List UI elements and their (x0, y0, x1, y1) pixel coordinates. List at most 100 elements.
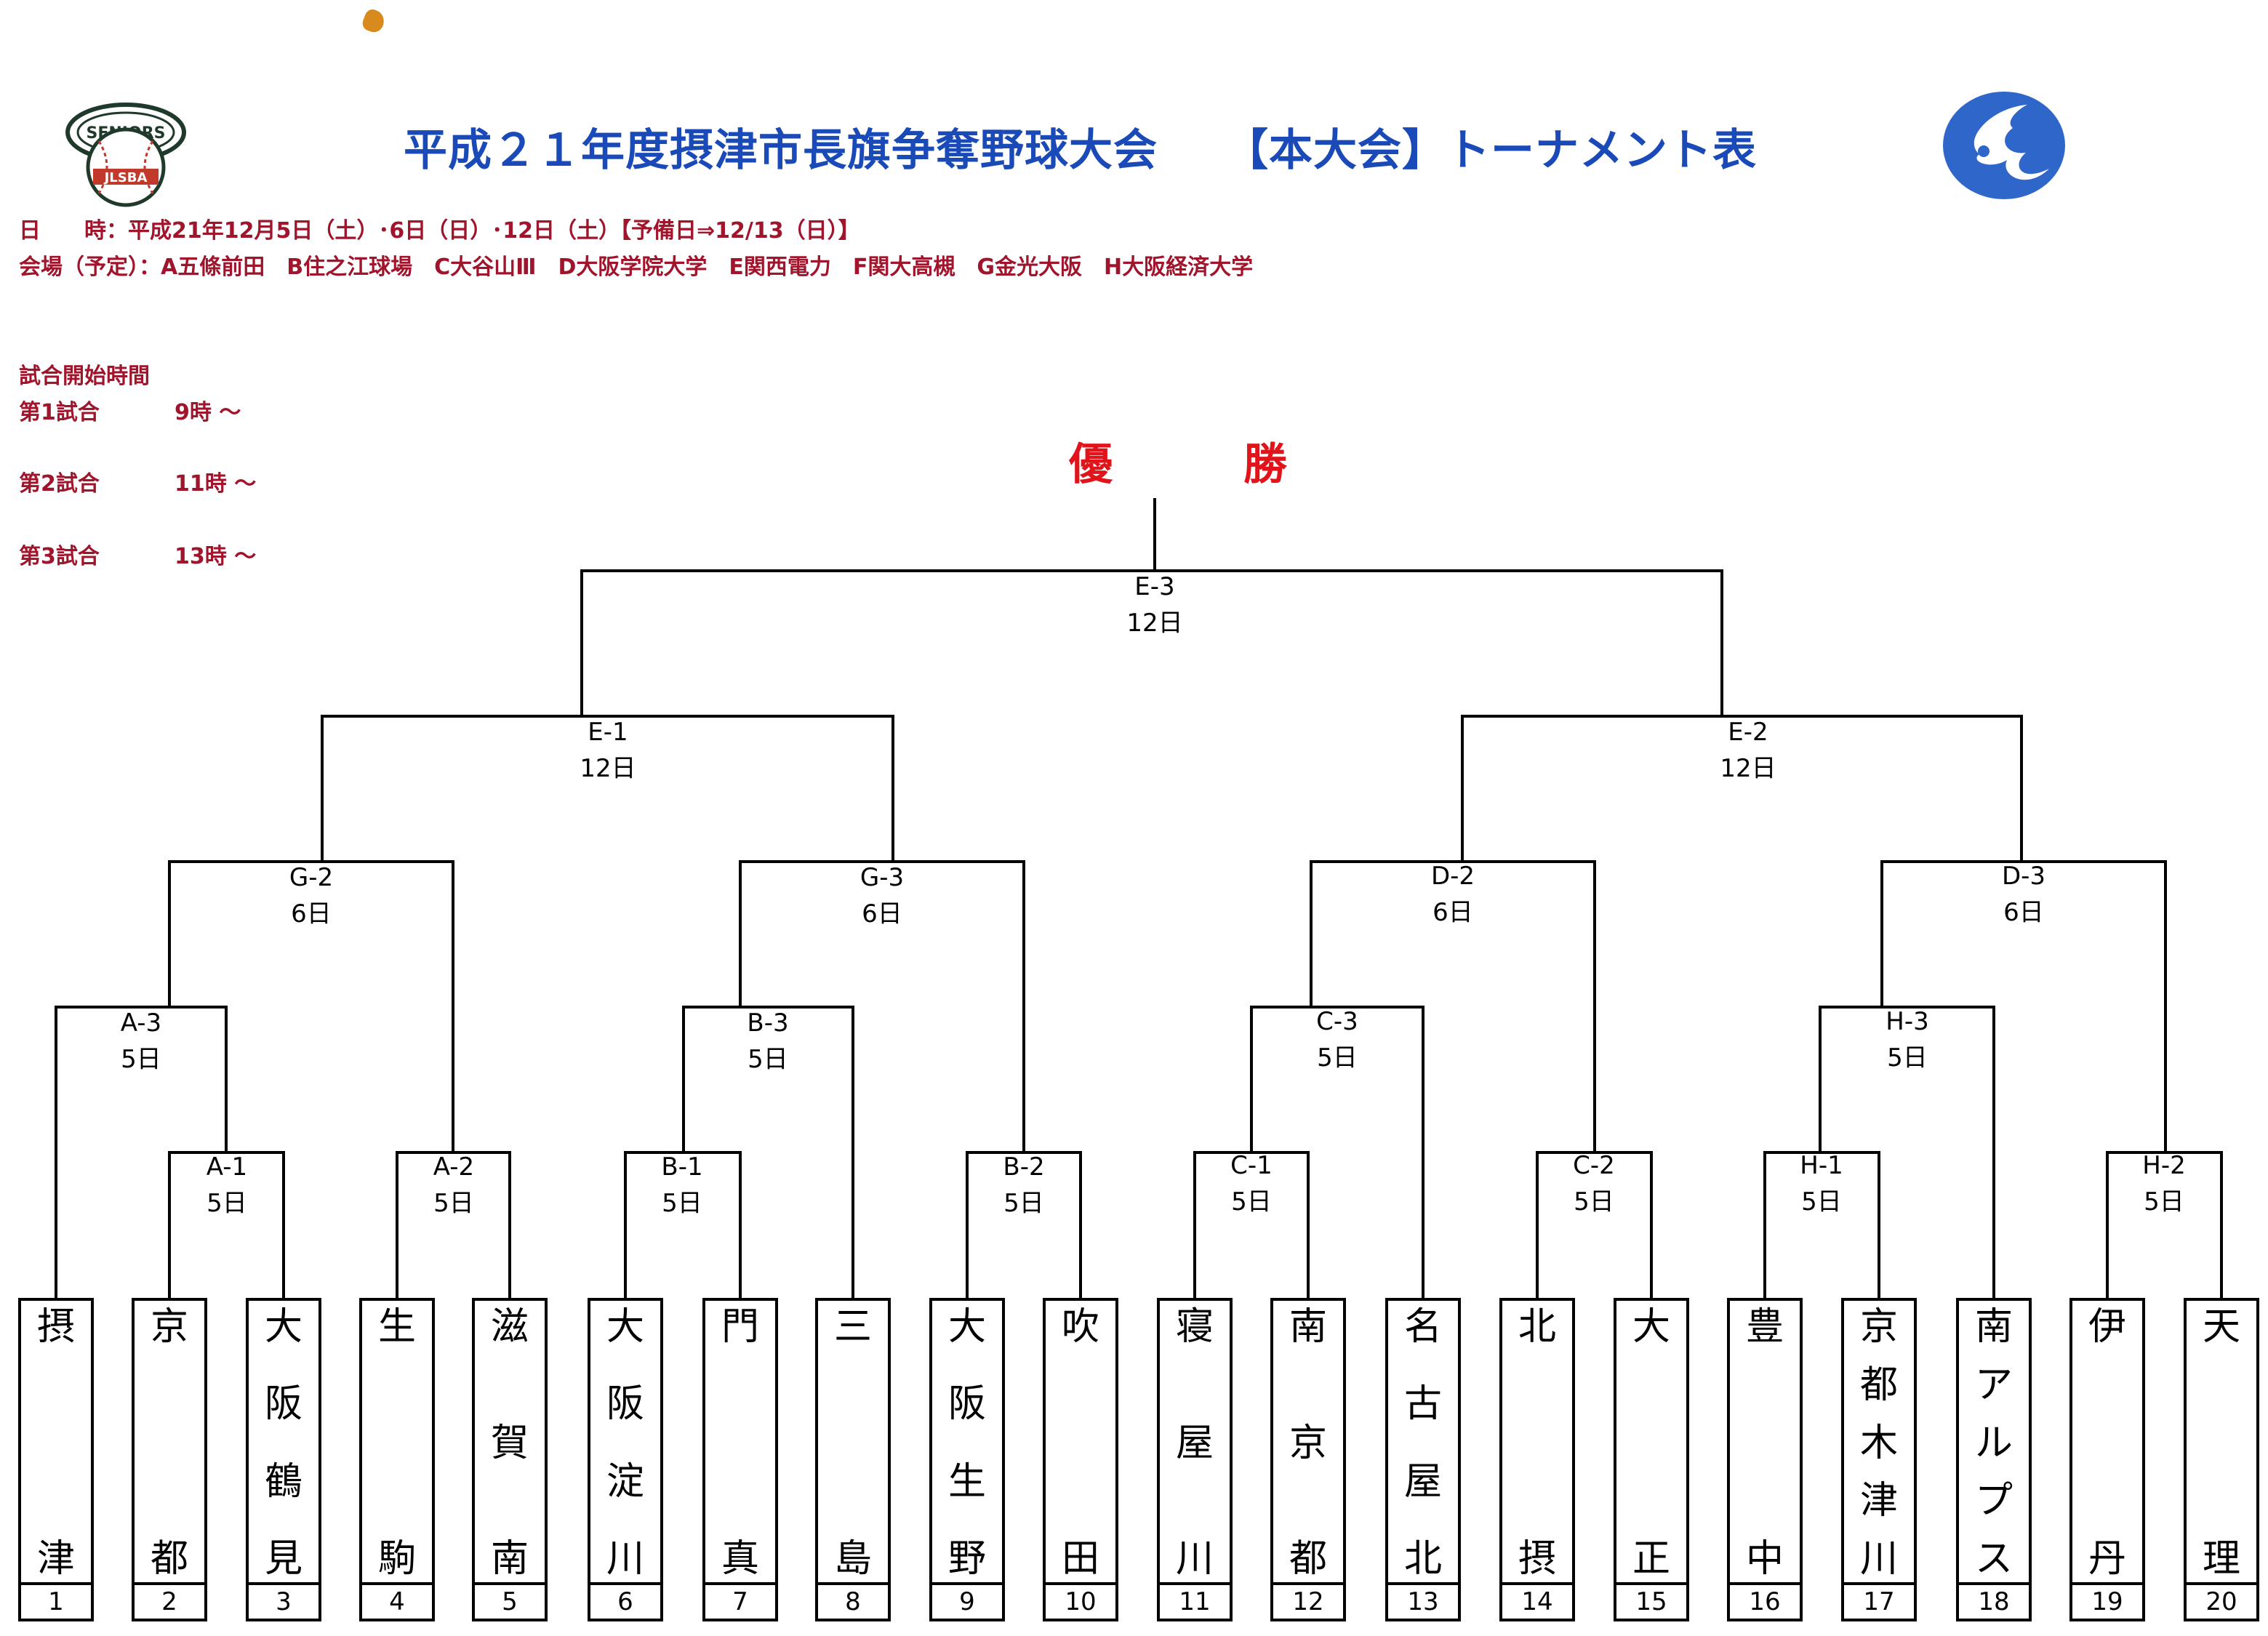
team-name: 南アルプス (1959, 1305, 2029, 1585)
game-2-label: 第2試合 (19, 471, 100, 497)
match-day: 12日 (580, 754, 636, 783)
bracket-line (321, 715, 894, 862)
team-name-char: 島 (833, 1537, 872, 1581)
team-box: 名古屋北 (1385, 1298, 1461, 1585)
team-number: 9 (929, 1585, 1005, 1621)
team-name: 寝屋川 (1160, 1305, 1230, 1585)
team-name-char: 大 (264, 1305, 302, 1349)
match-day: 6日 (291, 899, 332, 929)
team-name-char: 理 (2202, 1537, 2240, 1581)
team-name-char: 寝 (1175, 1305, 1214, 1349)
match-code: A-3 (120, 1009, 162, 1038)
schedule-line: 日 時：平成21年12月5日（土）･6日（日）･12日（土）【予備日⇒12/13… (19, 218, 860, 244)
team-name-char: 南 (1974, 1305, 2013, 1349)
match-day: 6日 (2003, 898, 2044, 927)
team-box: 吹田 (1043, 1298, 1118, 1585)
team-name-char: 野 (947, 1536, 986, 1581)
match-code: E-3 (1134, 572, 1175, 601)
venue-line: 会場（予定）：A五條前田 B住之江球場 C大谷山Ⅲ D大阪学院大学 E関西電力 … (19, 254, 1254, 280)
team-box: 京都 (132, 1298, 207, 1585)
match-code: H-3 (1886, 1007, 1929, 1036)
match-day: 5日 (207, 1189, 247, 1218)
match-day: 6日 (1432, 898, 1473, 927)
team-name-char: プ (1974, 1479, 2013, 1523)
bracket-line (1310, 860, 1596, 1152)
team-name-char: 生 (947, 1459, 986, 1504)
team-name-char: 阪 (264, 1382, 302, 1427)
team-number: 17 (1841, 1585, 1917, 1621)
team-name-char: 京 (1289, 1421, 1327, 1465)
team-name: 京都 (135, 1305, 204, 1585)
match-code: C-2 (1573, 1151, 1615, 1180)
team-name-char: 津 (36, 1537, 75, 1581)
team-name-char: 阪 (606, 1382, 644, 1427)
team-name-char: 中 (1745, 1537, 1784, 1581)
city-emblem-logo (1943, 92, 2065, 199)
team-number: 16 (1727, 1585, 1803, 1621)
match-day: 12日 (1126, 609, 1183, 638)
match-day: 5日 (1231, 1187, 1272, 1216)
bracket-line (396, 1151, 511, 1298)
match-code: B-1 (661, 1152, 703, 1182)
team-name-char: 三 (833, 1305, 872, 1349)
team-name-char: 木 (1859, 1421, 1898, 1465)
team-name-char: 駒 (377, 1537, 416, 1581)
bracket-line (1536, 1151, 1653, 1298)
team-name-char: 生 (377, 1305, 416, 1349)
team-name-char: 川 (1175, 1537, 1214, 1581)
team-name-char: 天 (2202, 1305, 2240, 1349)
team-name: 北摂 (1502, 1305, 1572, 1585)
match-day: 5日 (1003, 1189, 1044, 1218)
team-number: 6 (588, 1585, 663, 1621)
team-number: 14 (1499, 1585, 1575, 1621)
team-name-char: 門 (721, 1305, 759, 1349)
match-code: E-2 (1728, 718, 1768, 747)
team-name-char: 古 (1403, 1382, 1442, 1427)
team-name-char: ス (1974, 1537, 2013, 1581)
match-day: 5日 (121, 1045, 161, 1074)
team-name: 滋賀南 (475, 1305, 545, 1585)
team-name-char: 北 (1518, 1305, 1556, 1349)
team-number: 2 (132, 1585, 207, 1621)
team-name-char: 真 (721, 1537, 759, 1581)
bracket-line (168, 860, 454, 1152)
team-number: 20 (2184, 1585, 2259, 1621)
match-day: 5日 (1574, 1187, 1614, 1216)
team-number: 7 (702, 1585, 778, 1621)
bracket-line (2106, 1151, 2223, 1298)
team-name: 吹田 (1046, 1305, 1115, 1585)
team-number: 3 (246, 1585, 321, 1621)
logo-banner-text: JLSBA (103, 170, 148, 185)
bracket-line (624, 1151, 742, 1298)
team-box: 大阪淀川 (588, 1298, 663, 1585)
team-name: 門真 (705, 1305, 775, 1585)
team-box: 生駒 (359, 1298, 435, 1585)
team-name-char: ル (1974, 1421, 2013, 1465)
team-name: 大阪鶴見 (249, 1305, 318, 1585)
team-name-char: 賀 (490, 1421, 529, 1465)
match-code: D-2 (1430, 862, 1475, 891)
team-number: 19 (2069, 1585, 2145, 1621)
bracket-line (682, 1006, 854, 1298)
team-name-char: 都 (1859, 1363, 1898, 1407)
team-name-char: 津 (1859, 1479, 1898, 1523)
bracket-line (1819, 1006, 1995, 1298)
team-name-char: 豊 (1745, 1305, 1784, 1349)
team-name-char: 淀 (606, 1459, 644, 1504)
team-box: 南アルプス (1956, 1298, 2032, 1585)
game-3-label: 第3試合 (19, 544, 100, 569)
team-box: 大阪生野 (929, 1298, 1005, 1585)
team-box: 天理 (2184, 1298, 2259, 1585)
team-name-char: 大 (606, 1305, 644, 1349)
match-code: A-1 (206, 1152, 248, 1182)
bracket-line (1880, 860, 2167, 1152)
